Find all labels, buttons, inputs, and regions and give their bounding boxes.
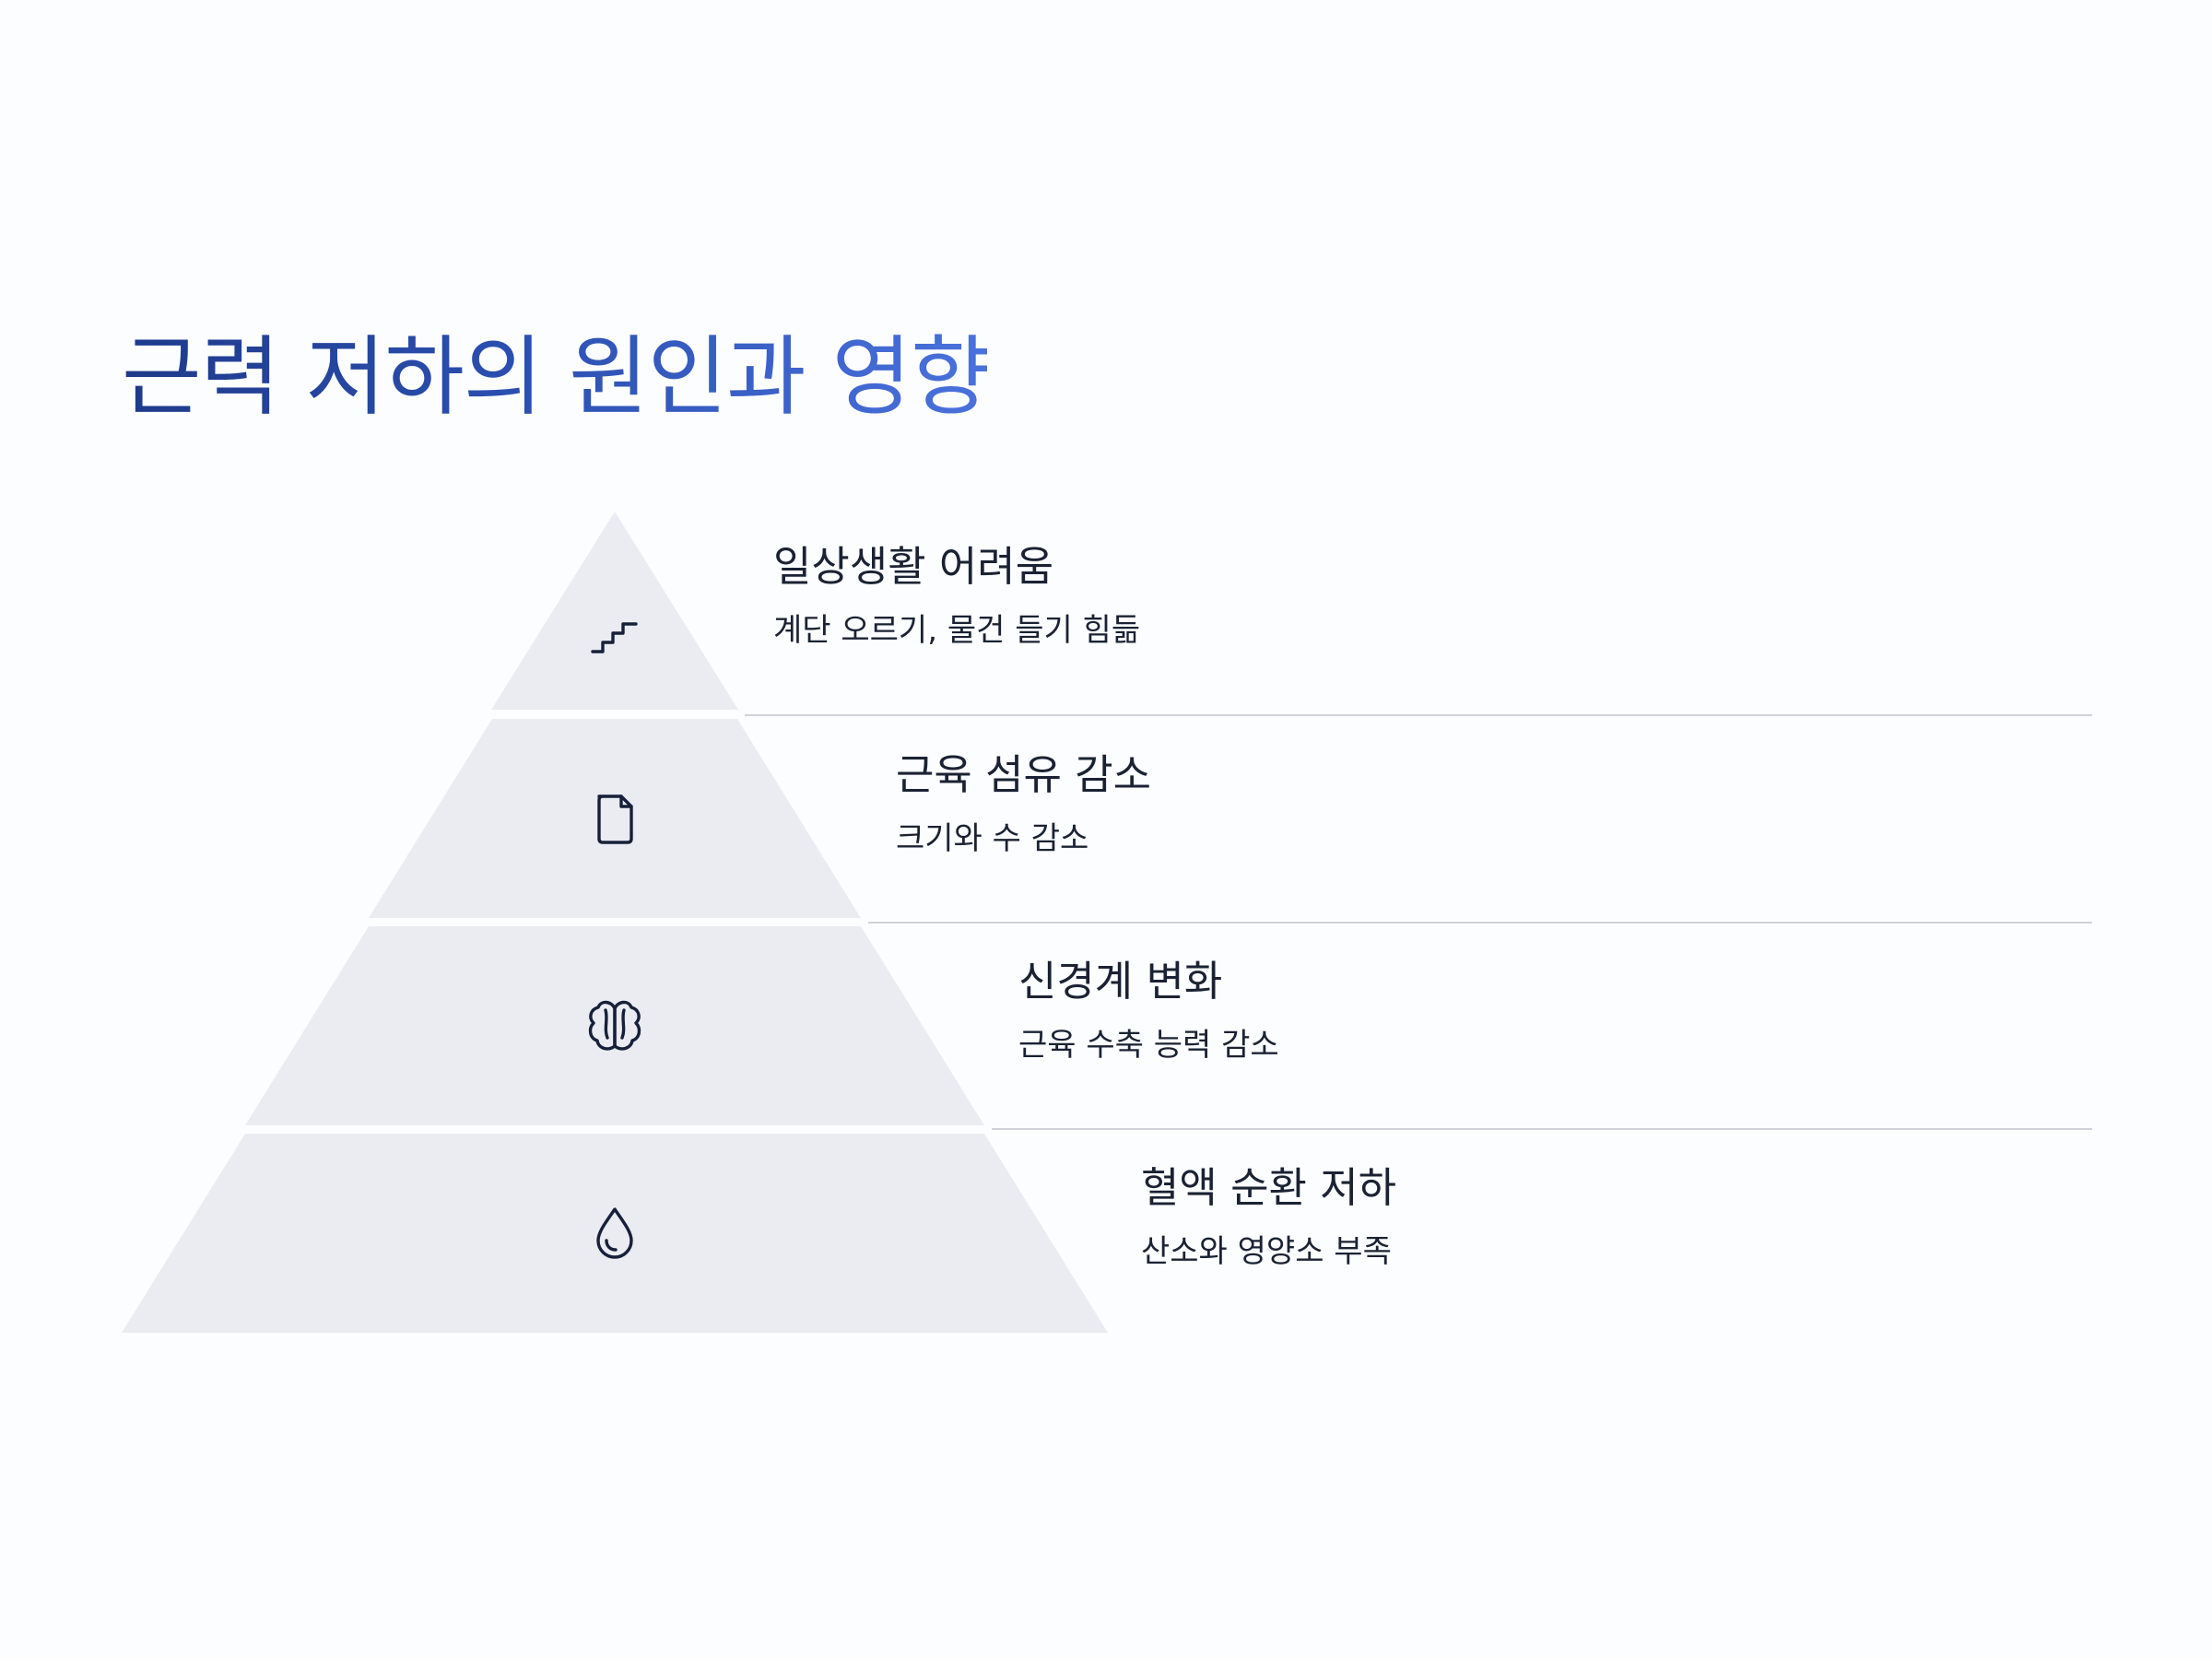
level-heading: 일상생활 어려움 [773, 542, 1054, 591]
stairs-icon [591, 622, 638, 653]
pyramid-tier-4 [122, 1134, 1108, 1333]
droplet-icon [596, 1207, 633, 1259]
level-2-text: 근육 섬유 감소 크기와 수 감소 [896, 750, 1151, 858]
level-heading: 근육 섬유 감소 [896, 750, 1152, 799]
brain-icon [588, 1000, 641, 1051]
level-1-text: 일상생활 어려움 계단 오르기, 물건 들기 힘듦 [773, 542, 1140, 650]
level-3-text: 신경계 변화 근육 수축 능력 감소 [1018, 957, 1279, 1065]
slide-title: 근력 저하의 원인과 영향 [122, 327, 990, 428]
level-description: 계단 오르기, 물건 들기 힘듦 [773, 612, 1141, 649]
level-heading: 신경계 변화 [1018, 957, 1223, 1006]
document-icon [597, 794, 633, 844]
level-heading: 혈액 순환 저하 [1141, 1163, 1397, 1212]
level-description: 근육 수축 능력 감소 [1018, 1027, 1279, 1064]
pyramid-tier-1 [491, 512, 738, 710]
pyramid-tier-2 [369, 719, 861, 918]
level-4-text: 혈액 순환 저하 산소와 영양소 부족 [1141, 1163, 1396, 1271]
level-description: 크기와 수 감소 [896, 820, 1089, 857]
level-description: 산소와 영양소 부족 [1141, 1233, 1392, 1270]
